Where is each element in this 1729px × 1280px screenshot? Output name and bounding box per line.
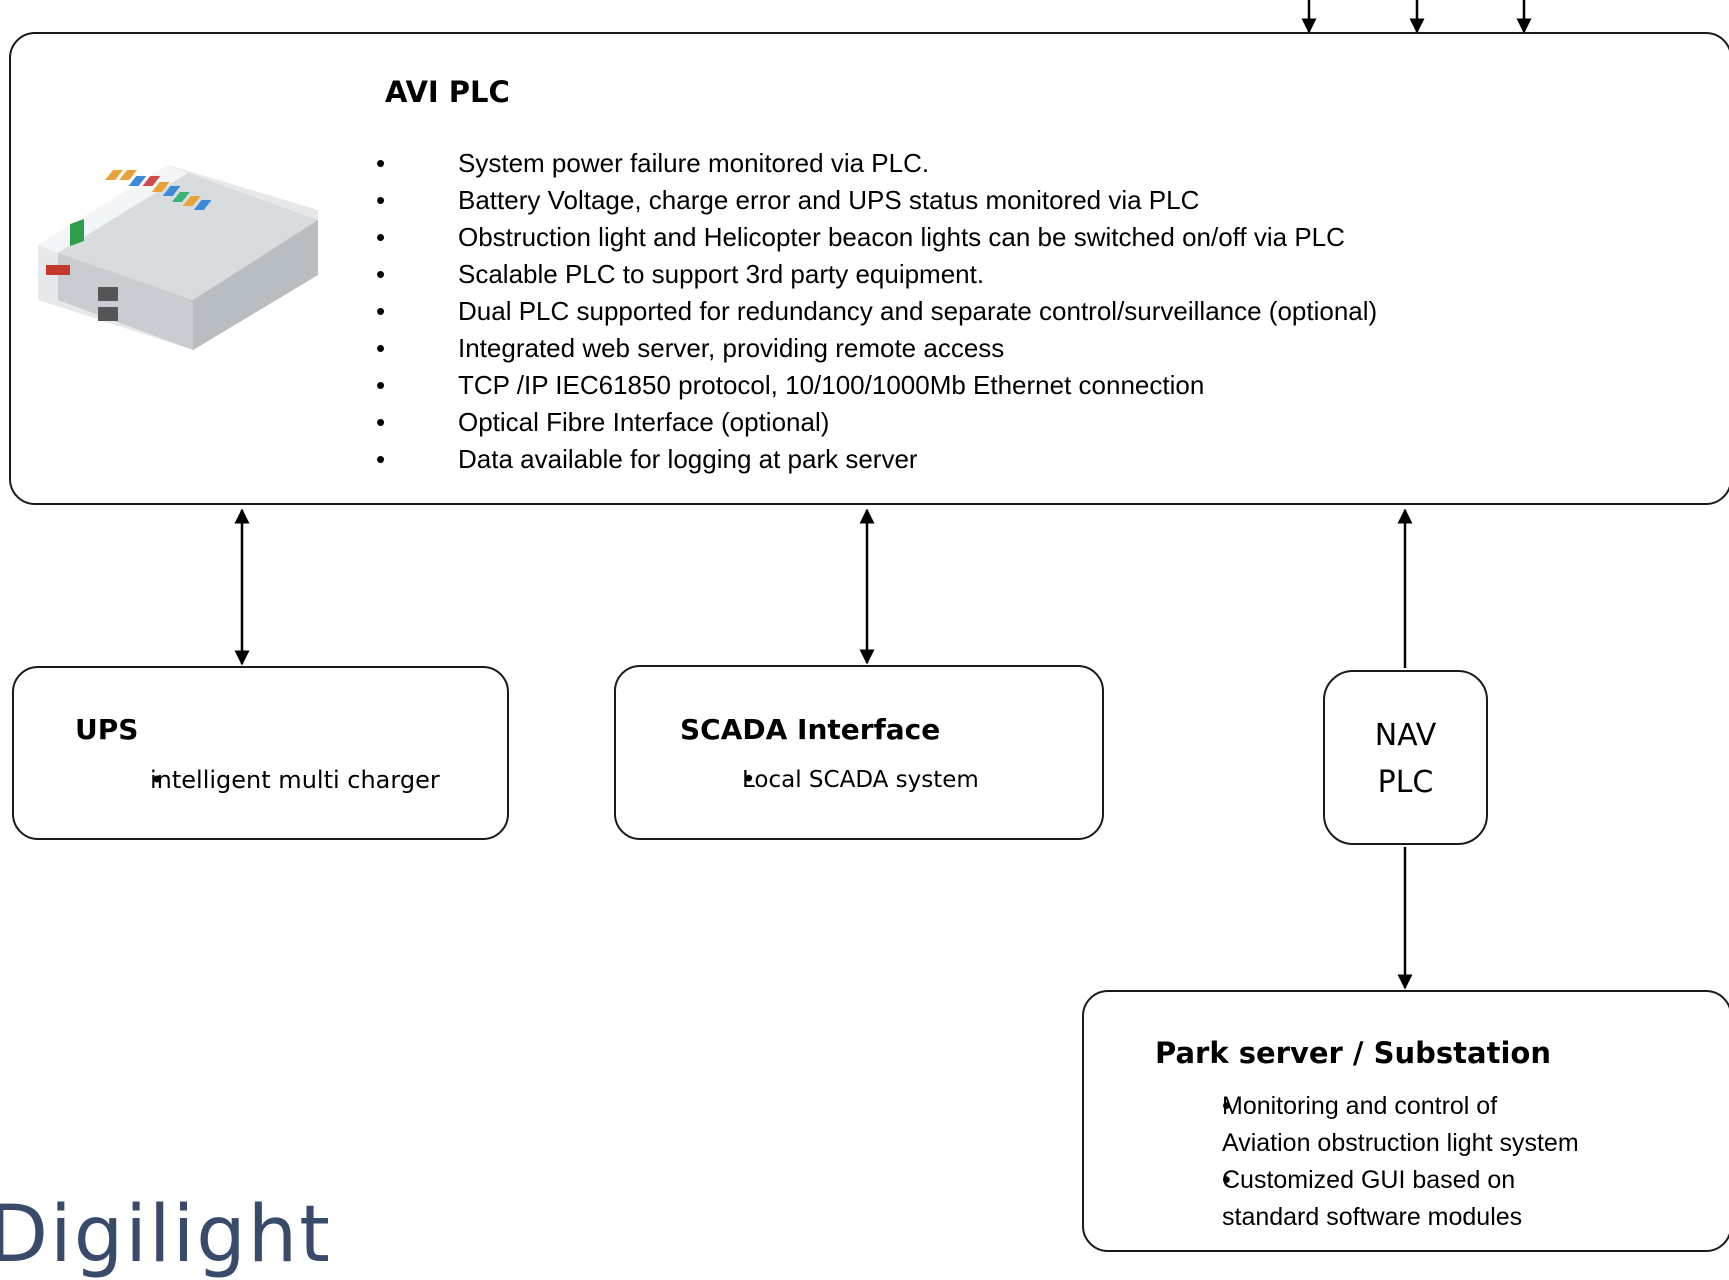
- ups-box: [12, 666, 509, 840]
- list-item: •Monitoring and control of: [1222, 1092, 1498, 1120]
- nav-plc-line2: PLC: [1377, 765, 1434, 800]
- nav-plc-box: [1323, 670, 1488, 845]
- list-item: •Customized GUI based on: [1222, 1166, 1516, 1194]
- list-item: •Dual PLC supported for redundancy and s…: [376, 296, 1378, 326]
- ups-feature-list: •intelligent multi charger: [66, 765, 440, 795]
- scada-interface-box: [614, 665, 1104, 840]
- digilight-watermark: Digilight: [0, 1190, 332, 1280]
- plc-device-image: [38, 165, 318, 350]
- list-item: •Obstruction light and Helicopter beacon…: [376, 222, 1345, 252]
- connector-arrows: [234, 0, 1532, 990]
- park-server-title: Park server / Substation: [1155, 1036, 1551, 1070]
- list-item: •TCP /IP IEC61850 protocol, 10/100/1000M…: [376, 370, 1205, 400]
- ups-title: UPS: [75, 713, 139, 746]
- park-server-box: [1082, 990, 1729, 1252]
- scada-interface-title: SCADA Interface: [680, 713, 941, 746]
- avi-plc-title: AVI PLC: [385, 75, 510, 109]
- nav-plc-line1: NAV: [1374, 718, 1437, 753]
- list-item: •Data available for logging at park serv…: [376, 444, 918, 474]
- list-item: •Scalable PLC to support 3rd party equip…: [376, 259, 985, 289]
- avi-plc-feature-list: •System power failure monitored via PLC.…: [376, 145, 1676, 478]
- scada-feature-list: •Local SCADA system: [660, 765, 979, 795]
- list-item: •Battery Voltage, charge error and UPS s…: [376, 185, 1200, 215]
- list-item: •Integrated web server, providing remote…: [376, 333, 1005, 363]
- list-item: •intelligent multi charger: [150, 766, 440, 794]
- avi-plc-box: [9, 32, 1729, 505]
- list-item: standard software modules: [1222, 1203, 1523, 1231]
- park-server-feature-list: •Monitoring and control of Aviation obst…: [1150, 1088, 1579, 1236]
- list-item: Aviation obstruction light system: [1222, 1129, 1579, 1157]
- list-item: •System power failure monitored via PLC.: [376, 148, 930, 178]
- list-item: •Optical Fibre Interface (optional): [376, 407, 830, 437]
- list-item: •Local SCADA system: [742, 767, 979, 793]
- nav-plc-label: NAV PLC: [1323, 712, 1488, 806]
